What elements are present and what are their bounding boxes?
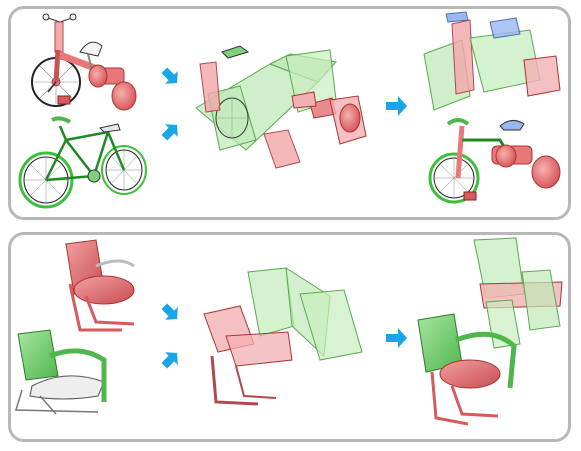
arrow-right-icon — [386, 96, 407, 116]
bicycle-part-boxes — [195, 45, 367, 169]
cantilever-chair-illustration — [65, 239, 135, 332]
arrow-diagonal-up-right-icon — [161, 352, 178, 369]
hybrid-chair-boxes — [473, 237, 563, 349]
arrow-diagonal-down-right-icon — [161, 67, 178, 84]
tricycle-illustration — [31, 13, 137, 111]
arrow-right-icon — [386, 328, 407, 348]
armchair-illustration — [14, 329, 107, 415]
chair-part-boxes — [203, 267, 363, 406]
bicycle-illustration — [18, 116, 147, 209]
arrow-diagonal-down-right-icon — [161, 303, 178, 320]
hybrid-chair-illustration — [417, 313, 517, 426]
hybrid-boxes-top — [423, 11, 561, 111]
arrow-diagonal-up-right-icon — [161, 124, 178, 141]
hybrid-tricycle-illustration — [428, 118, 561, 204]
